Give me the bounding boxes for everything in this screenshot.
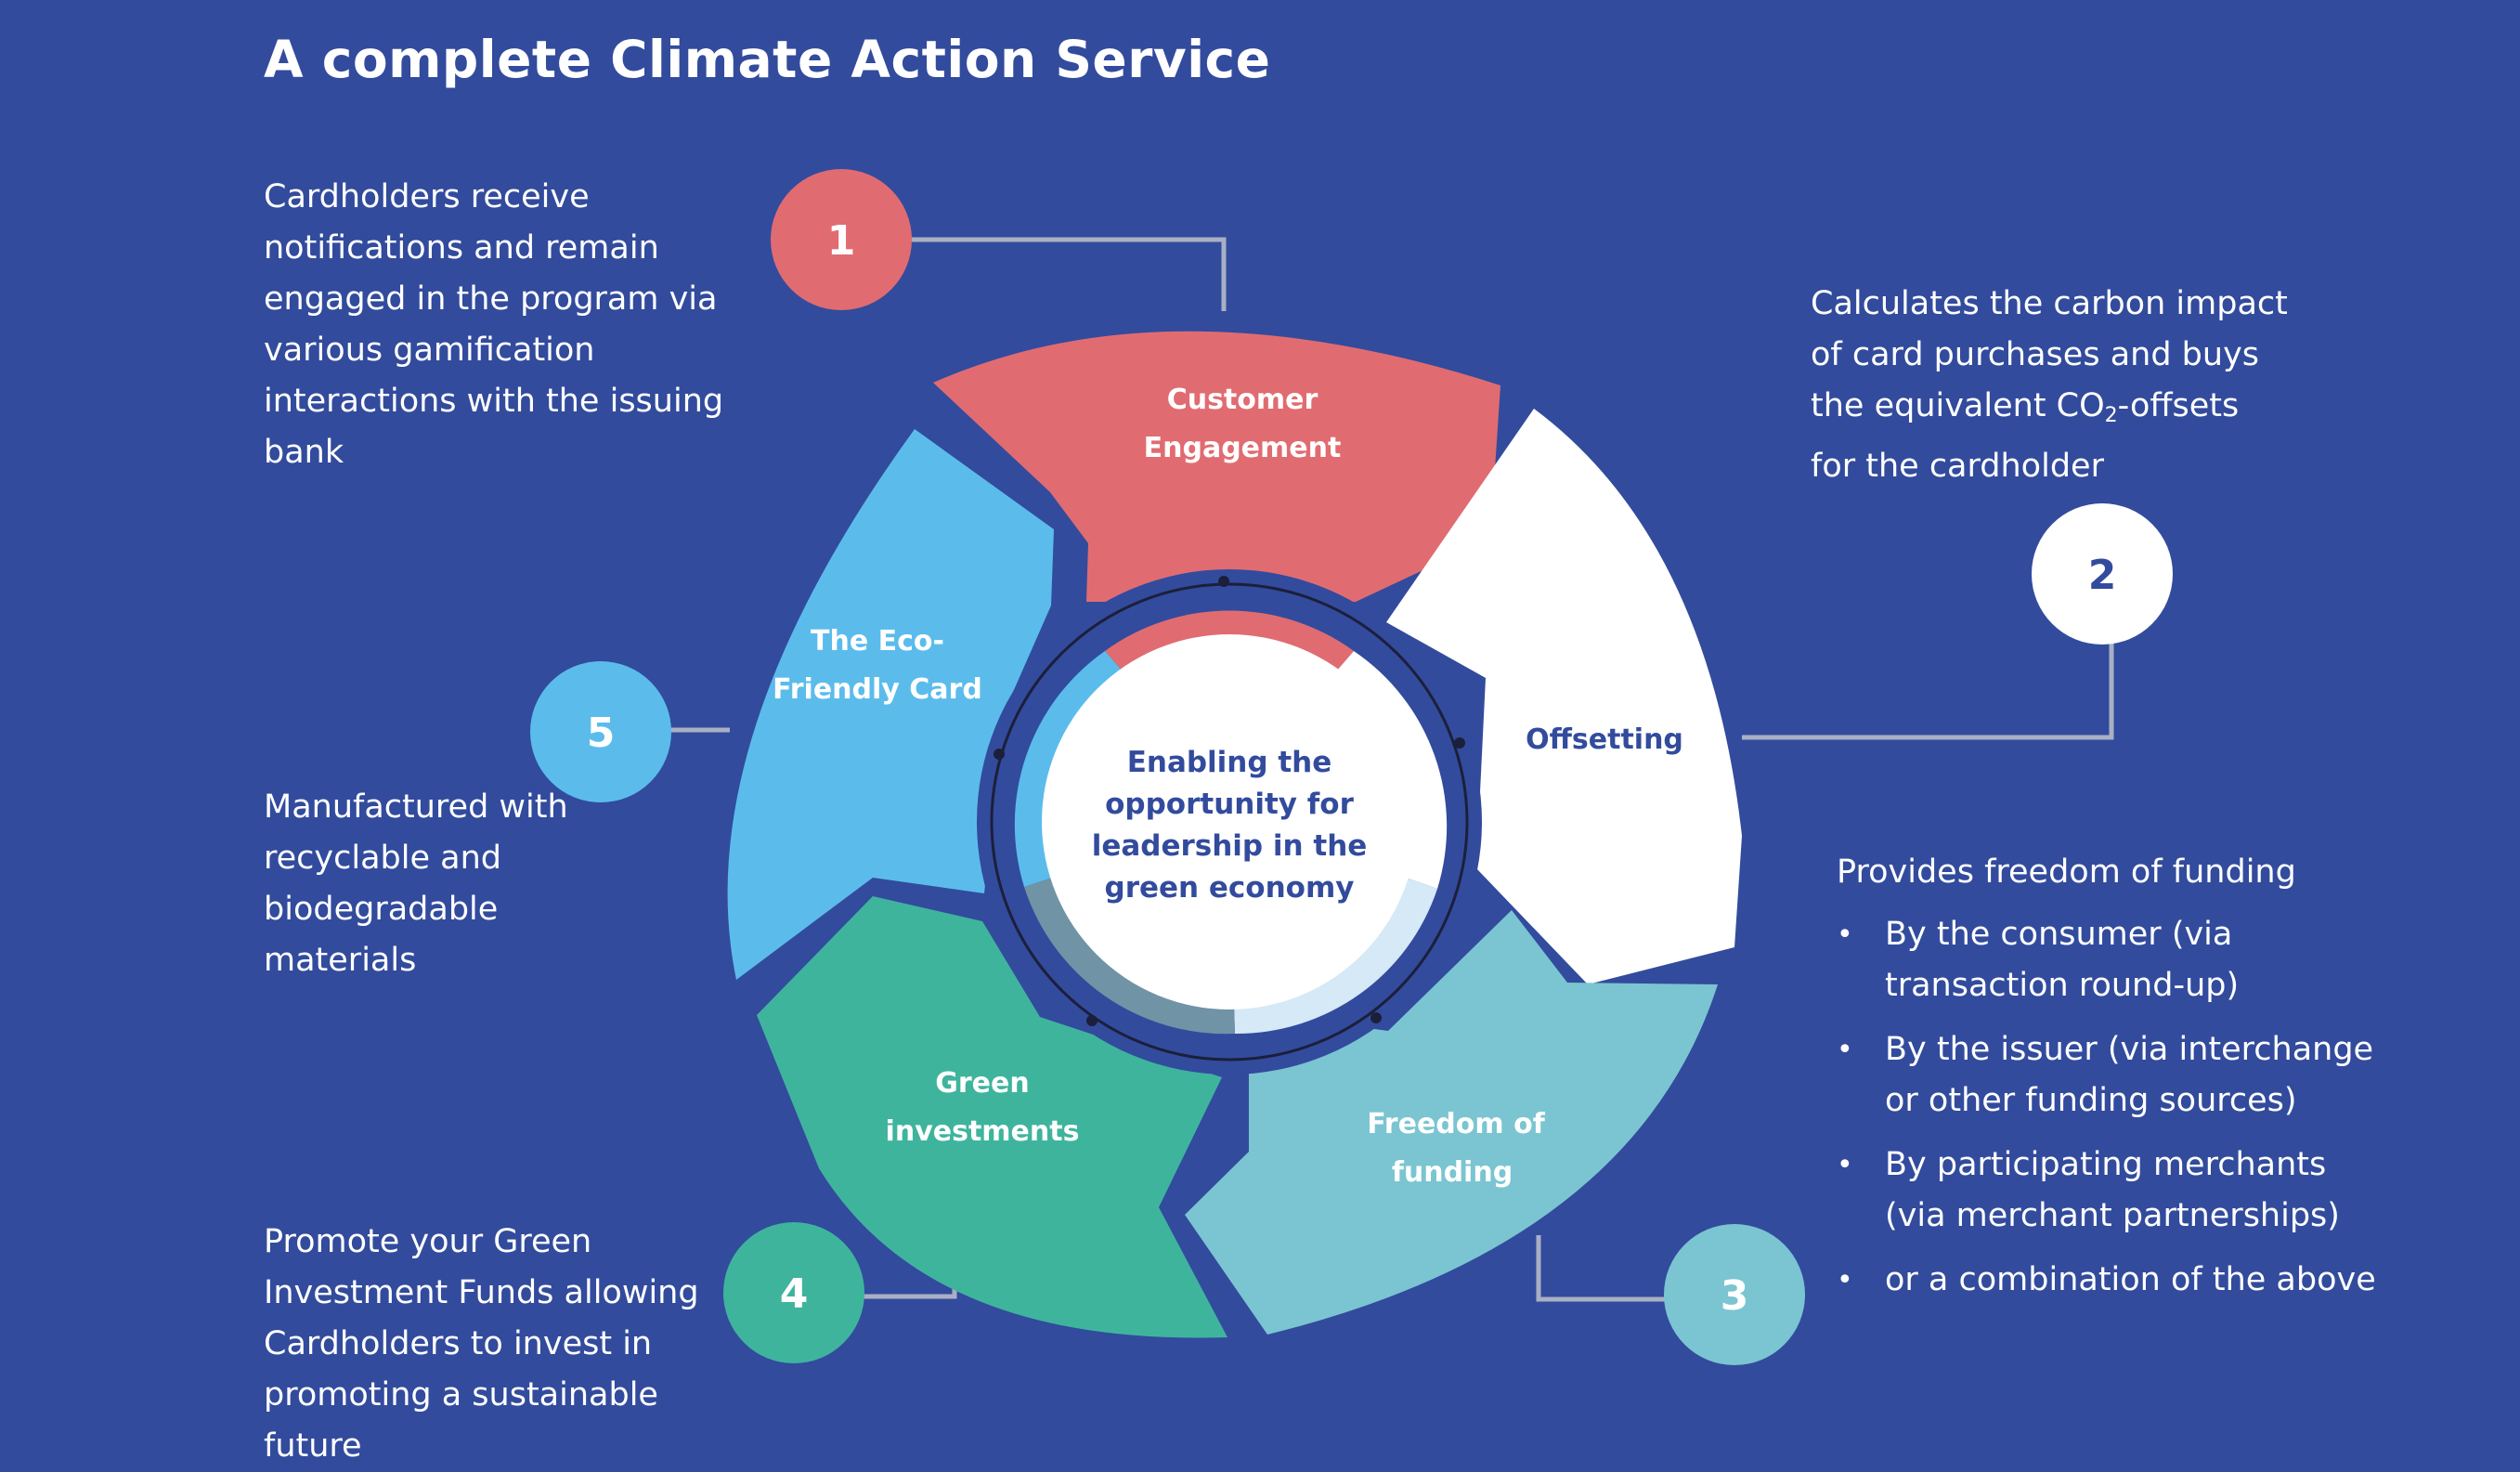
description-customer-engagement: Cardholders receive notifications and re… <box>264 178 724 471</box>
description-eco-card: Manufactured with recyclable and biodegr… <box>264 788 568 979</box>
label-freedom-2: funding <box>1392 1156 1513 1189</box>
description-offsetting-part-1: Calculates the carbon impact of card pur… <box>1811 285 2288 424</box>
badge-4-number: 4 <box>780 1270 809 1318</box>
badge-1-number: 1 <box>827 217 856 265</box>
label-freedom-1: Freedom of <box>1367 1108 1545 1140</box>
center-line-2: opportunity for <box>1105 788 1354 821</box>
segment-freedom-of-funding <box>1185 910 1718 1335</box>
description-green-investments: Promote your Green Investment Funds allo… <box>264 1223 699 1465</box>
label-green-1: Green <box>935 1067 1029 1100</box>
description-freedom-of-funding: Provides freedom of funding • By the cons… <box>1837 847 2394 1319</box>
description-offsetting: Calculates the carbon impact of card pur… <box>1811 279 2293 492</box>
co2-subscript: 2 <box>2104 404 2118 427</box>
badge-2 <box>2032 503 2173 645</box>
label-green-2: investments <box>886 1115 1080 1148</box>
connector-1 <box>910 237 1227 311</box>
funding-list-item: • By the consumer (via transaction round-… <box>1837 909 2394 1011</box>
label-offsetting: Offsetting <box>1526 723 1683 756</box>
center-line-1: Enabling the <box>1127 746 1332 779</box>
inner-ring-outline <box>990 582 1469 1062</box>
bullet: • <box>1837 1264 1853 1296</box>
funding-item-text: By the consumer (via transaction round-u… <box>1885 916 2240 1004</box>
center-disc <box>1042 634 1417 1010</box>
funding-list-item: • By the issuer (via interchange or other… <box>1837 1024 2394 1127</box>
funding-item-text: By participating merchants (via merchant… <box>1885 1146 2340 1234</box>
badge-3 <box>1664 1224 1805 1365</box>
badge-5 <box>530 661 671 802</box>
segment-green-investments <box>757 896 1228 1338</box>
segment-customer-engagement <box>933 331 1500 602</box>
connector-2 <box>1742 641 2114 740</box>
funding-item-text: or a combination of the above <box>1885 1261 2376 1298</box>
label-eco-2: Friendly Card <box>773 673 982 706</box>
description-offsetting-part-2: -offsets for the cardholder <box>1811 387 2240 485</box>
badge-2-number: 2 <box>2088 552 2117 599</box>
badge-3-number: 3 <box>1721 1272 1749 1320</box>
bullet: • <box>1837 1034 1853 1066</box>
center-line-4: green economy <box>1105 871 1355 905</box>
segment-eco-card <box>727 429 1054 980</box>
funding-intro: Provides freedom of funding <box>1837 853 2296 891</box>
badge-5-number: 5 <box>587 710 616 757</box>
funding-item-text: By the issuer (via interchange or other … <box>1885 1031 2374 1119</box>
bullet: • <box>1837 1149 1853 1181</box>
badge-1 <box>771 169 912 310</box>
ring-markers <box>994 576 1465 1026</box>
funding-list-item: • By participating merchants (via merchan… <box>1837 1140 2394 1242</box>
label-eco-1: The Eco- <box>811 625 944 658</box>
connector-3 <box>1536 1235 1676 1302</box>
badge-4 <box>723 1222 864 1363</box>
label-customer-engagement-2: Engagement <box>1144 432 1342 464</box>
bullet: • <box>1837 918 1853 951</box>
funding-list-item: • or a combination of the above <box>1837 1255 2394 1306</box>
page-title: A complete Climate Action Service <box>264 30 1271 89</box>
segment-offsetting <box>1386 409 1742 984</box>
label-customer-engagement-1: Customer <box>1167 384 1318 416</box>
center-line-3: leadership in the <box>1092 829 1368 863</box>
funding-list: • By the consumer (via transaction round-… <box>1837 909 2394 1306</box>
